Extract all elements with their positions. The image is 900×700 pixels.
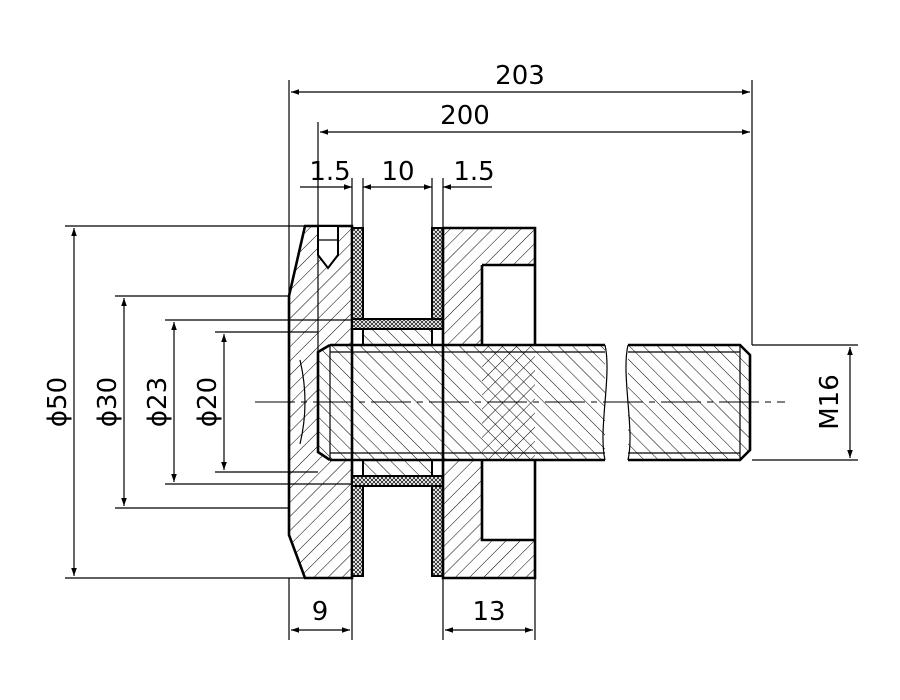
dim-diameter-flange: ϕ30 [93,377,123,427]
dim-glass-thickness: 10 [381,157,414,187]
cap-body [289,226,352,578]
dim-cap-thickness: 9 [312,597,329,627]
dim-diameter-outer: ϕ50 [43,377,73,427]
gasket-left-bottom [351,475,364,577]
gasket-right-top [431,227,444,329]
dim-gap-left: 1.5 [309,157,350,187]
gasket-left-top [351,227,364,329]
threaded-rod [318,345,605,460]
dim-gap-right: 1.5 [453,157,494,187]
dim-nut-thickness: 13 [472,597,505,627]
dim-diameter-boss: ϕ23 [143,377,173,427]
extension-lines [65,80,858,640]
dim-overall-length: 203 [495,61,545,91]
dim-thread: M16 [815,374,845,430]
dim-thread-length: 200 [440,101,490,131]
dim-diameter-bolt: ϕ20 [193,377,223,427]
gasket-right-bottom [431,475,444,577]
dimension-lines [71,89,853,633]
